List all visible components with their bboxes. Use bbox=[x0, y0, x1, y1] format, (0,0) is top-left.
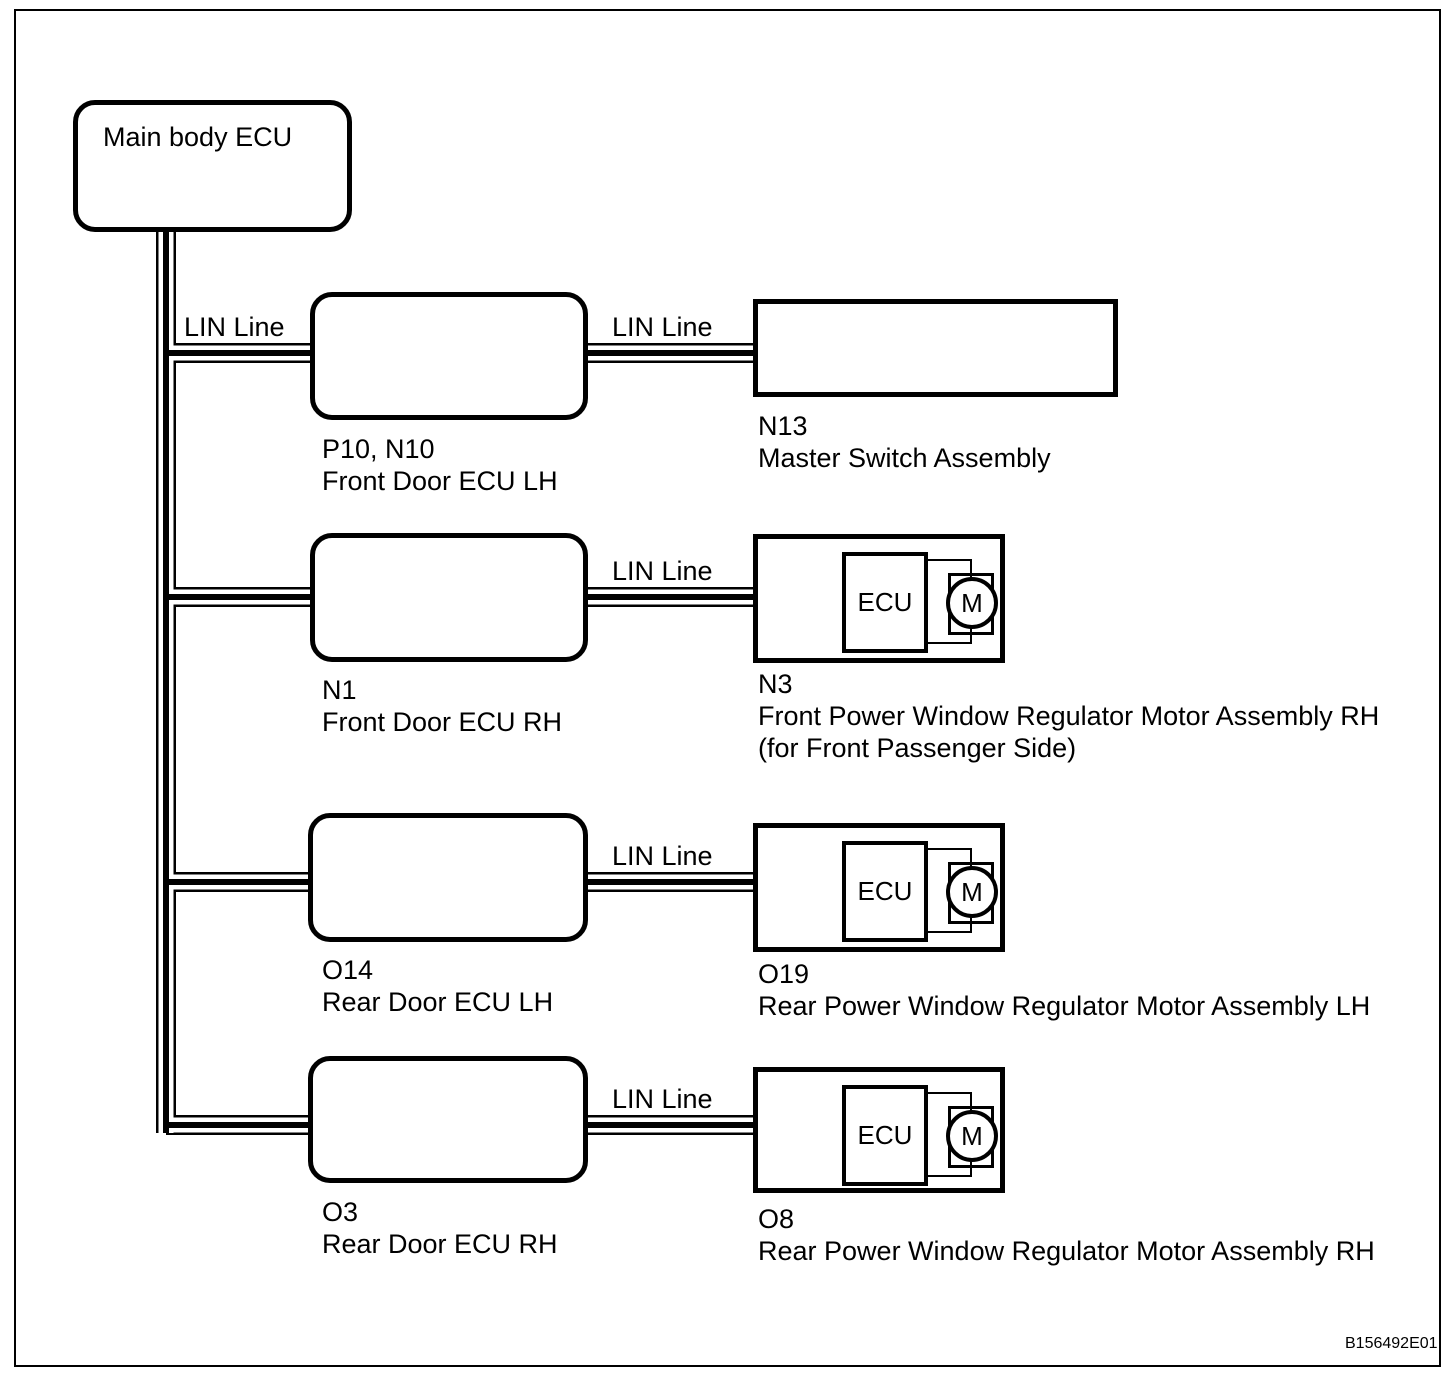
wire-core bbox=[163, 232, 756, 1133]
motor-ecu-box: ECU bbox=[842, 552, 928, 653]
motor-m-label: M bbox=[961, 1120, 983, 1151]
ref-code: O3 bbox=[322, 1197, 359, 1227]
component-name: Rear Power Window Regulator Motor Assemb… bbox=[758, 991, 1371, 1021]
rear-power-window-motor-rh-box: ECU M bbox=[753, 1067, 1005, 1193]
front-door-ecu-rh-box bbox=[310, 533, 588, 662]
lin-line-label-row3: LIN Line bbox=[612, 841, 713, 871]
diagram-border bbox=[14, 9, 1441, 1367]
lin-line-label-row4: LIN Line bbox=[612, 1084, 713, 1114]
ref-code: N13 bbox=[758, 411, 808, 441]
front-power-window-motor-rh-label: N3 Front Power Window Regulator Motor As… bbox=[758, 668, 1379, 764]
rear-power-window-motor-rh-label: O8 Rear Power Window Regulator Motor Ass… bbox=[758, 1203, 1375, 1267]
motor-circle: M bbox=[946, 1110, 998, 1162]
front-door-ecu-lh-label: P10, N10 Front Door ECU LH bbox=[322, 433, 558, 497]
motor-circle: M bbox=[946, 866, 998, 918]
component-note: (for Front Passenger Side) bbox=[758, 733, 1077, 763]
component-name: Front Power Window Regulator Motor Assem… bbox=[758, 701, 1380, 731]
main-body-ecu-box: Main body ECU bbox=[73, 100, 352, 232]
motor-ecu-label: ECU bbox=[857, 587, 913, 617]
component-name: Master Switch Assembly bbox=[758, 443, 1051, 473]
motor-ecu-label: ECU bbox=[857, 876, 913, 906]
motor-ecu-box: ECU bbox=[842, 841, 928, 942]
motor-m-label: M bbox=[961, 876, 983, 907]
master-switch-assembly-label: N13 Master Switch Assembly bbox=[758, 410, 1051, 474]
lin-line-label-row1: LIN Line bbox=[612, 312, 713, 342]
component-name: Rear Power Window Regulator Motor Assemb… bbox=[758, 1236, 1375, 1266]
rear-door-ecu-rh-box bbox=[308, 1056, 588, 1183]
main-body-ecu-label: Main body ECU bbox=[103, 122, 293, 152]
component-name: Rear Door ECU LH bbox=[322, 987, 554, 1017]
ref-code: N1 bbox=[322, 675, 357, 705]
rear-door-ecu-lh-box bbox=[308, 813, 588, 942]
front-door-ecu-rh-label: N1 Front Door ECU RH bbox=[322, 674, 562, 738]
ref-code: O8 bbox=[758, 1204, 795, 1234]
ref-code: P10, N10 bbox=[322, 434, 435, 464]
motor-ecu-label: ECU bbox=[857, 1120, 913, 1150]
rear-door-ecu-rh-label: O3 Rear Door ECU RH bbox=[322, 1196, 558, 1260]
ref-code: O14 bbox=[322, 955, 374, 985]
figure-code: B156492E01 bbox=[1345, 1335, 1438, 1352]
rear-power-window-motor-lh-label: O19 Rear Power Window Regulator Motor As… bbox=[758, 958, 1370, 1022]
ref-code: O19 bbox=[758, 959, 810, 989]
lin-line-label-row2: LIN Line bbox=[612, 556, 713, 586]
ref-code: N3 bbox=[758, 669, 793, 699]
motor-circle: M bbox=[946, 577, 998, 629]
lin-line-label-bus: LIN Line bbox=[184, 312, 285, 342]
component-name: Front Door ECU RH bbox=[322, 707, 563, 737]
master-switch-assembly-box bbox=[753, 299, 1118, 397]
component-name: Front Door ECU LH bbox=[322, 466, 558, 496]
front-power-window-motor-rh-box: ECU M bbox=[753, 534, 1005, 663]
rear-power-window-motor-lh-box: ECU M bbox=[753, 823, 1005, 952]
motor-m-label: M bbox=[961, 587, 983, 618]
rear-door-ecu-lh-label: O14 Rear Door ECU LH bbox=[322, 954, 553, 1018]
component-name: Rear Door ECU RH bbox=[322, 1229, 558, 1259]
front-door-ecu-lh-box bbox=[310, 292, 588, 420]
motor-ecu-box: ECU bbox=[842, 1085, 928, 1186]
